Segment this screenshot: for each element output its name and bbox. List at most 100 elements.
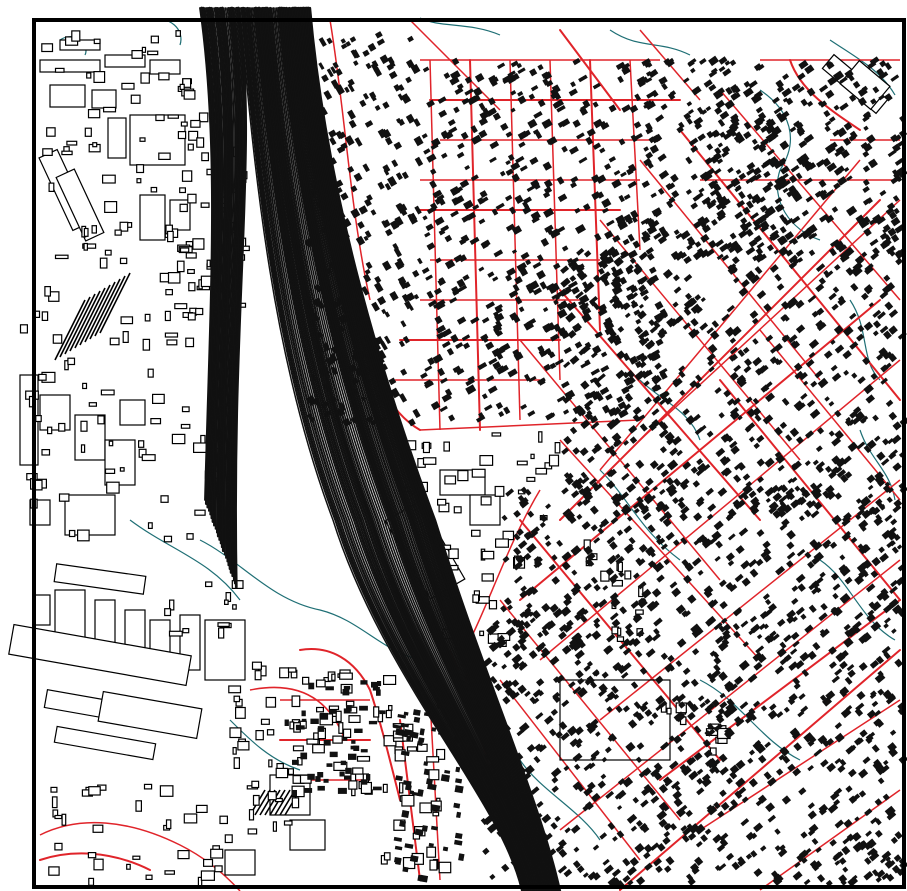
house <box>570 545 582 556</box>
small-building <box>235 706 246 719</box>
house <box>583 491 594 502</box>
house <box>653 617 663 627</box>
house <box>856 690 866 701</box>
house <box>430 804 441 812</box>
house <box>831 514 842 526</box>
house <box>435 324 447 334</box>
house <box>493 311 501 320</box>
house <box>635 820 643 827</box>
house <box>640 355 648 363</box>
house <box>456 811 462 819</box>
house <box>774 665 785 675</box>
house <box>512 175 519 183</box>
house <box>662 517 672 527</box>
small-building <box>104 201 118 214</box>
small-building <box>93 70 106 83</box>
house <box>581 521 591 531</box>
small-building <box>64 360 69 371</box>
small-building <box>267 790 277 801</box>
small-building <box>195 804 208 814</box>
house <box>591 174 601 184</box>
house <box>423 148 431 155</box>
house <box>680 230 691 240</box>
house <box>674 315 684 324</box>
house <box>833 182 841 190</box>
house <box>843 819 853 829</box>
small-building <box>328 705 340 711</box>
small-building <box>196 137 205 148</box>
house <box>804 551 812 559</box>
house <box>513 351 524 362</box>
rail-track <box>226 7 237 563</box>
street-line <box>329 19 371 301</box>
house <box>867 847 876 856</box>
house <box>344 86 350 93</box>
house <box>888 411 898 421</box>
house <box>781 217 789 224</box>
house <box>811 580 820 589</box>
house <box>506 267 517 277</box>
house <box>510 161 521 171</box>
rail-track <box>205 7 219 516</box>
house <box>754 117 764 127</box>
house <box>470 174 479 182</box>
house <box>650 768 660 778</box>
house <box>818 179 827 188</box>
street-line <box>759 789 901 891</box>
house <box>655 503 664 512</box>
house <box>673 478 682 487</box>
house <box>629 857 639 867</box>
house <box>718 753 728 763</box>
house <box>846 627 857 638</box>
house <box>440 377 448 384</box>
house <box>658 801 669 812</box>
house <box>765 802 776 813</box>
small-building <box>41 311 49 321</box>
small-building <box>119 257 128 265</box>
house <box>696 787 705 796</box>
house <box>519 165 528 172</box>
house <box>591 481 599 489</box>
house <box>804 624 814 634</box>
house <box>844 576 853 585</box>
house <box>625 292 635 301</box>
house <box>890 74 900 82</box>
hatch-line <box>79 284 111 346</box>
house <box>669 823 677 831</box>
house <box>649 325 658 334</box>
house <box>712 833 723 844</box>
hatch-line <box>89 278 121 340</box>
house <box>340 192 349 201</box>
small-building <box>152 393 165 404</box>
house <box>749 713 757 721</box>
house <box>330 79 340 89</box>
rail-track <box>212 7 224 530</box>
house <box>649 494 656 501</box>
house <box>560 330 570 340</box>
house <box>714 555 721 562</box>
house <box>376 296 387 306</box>
house <box>815 464 824 474</box>
house <box>847 441 859 452</box>
railway-yard <box>199 6 562 891</box>
small-building <box>600 570 610 582</box>
house <box>297 725 305 730</box>
house <box>512 283 520 292</box>
house <box>444 388 453 397</box>
house <box>631 216 638 223</box>
house <box>813 551 825 563</box>
house <box>604 746 612 754</box>
house <box>504 686 514 696</box>
house <box>507 368 518 378</box>
house <box>518 497 529 507</box>
house <box>572 686 582 695</box>
house <box>679 731 687 738</box>
small-building <box>82 382 88 390</box>
house <box>829 541 838 549</box>
small-building <box>52 334 63 344</box>
house <box>849 410 858 419</box>
house <box>835 457 847 468</box>
house <box>561 145 568 153</box>
house <box>776 647 787 658</box>
small-building <box>231 580 244 590</box>
